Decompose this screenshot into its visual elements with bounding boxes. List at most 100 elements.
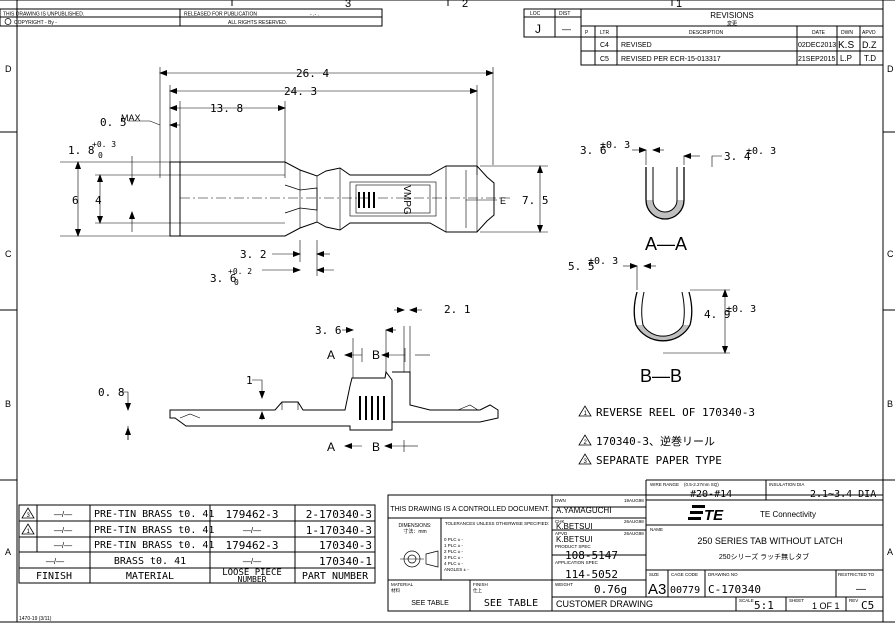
- note-mark-2: 2: [584, 440, 588, 446]
- dist-label: DIST: [559, 11, 570, 17]
- loc-value: J: [535, 22, 541, 36]
- material-cell: PRE-TIN BRASS t0. 41: [94, 509, 214, 520]
- zone-left-b: B: [5, 399, 11, 409]
- dim-24-3: 24. 3: [284, 85, 317, 98]
- app-spec: 114-5052: [565, 568, 618, 581]
- restricted-label: RESTRICTED TO: [838, 572, 875, 577]
- dim-1-8: 1. 8: [68, 144, 95, 157]
- note-mark-1: 1: [584, 411, 588, 417]
- rev-date: 02DEC2013: [798, 42, 836, 49]
- dim-3-6-top: 3. 6: [210, 272, 237, 285]
- weight-label: WEIGHT: [555, 582, 573, 587]
- rev-apvd: T.D: [864, 54, 876, 63]
- rev-dwn: K.S: [838, 40, 854, 51]
- section-bb-label: B—B: [640, 366, 682, 386]
- dim-1: 1: [246, 374, 253, 387]
- material-value: SEE TABLE: [411, 600, 449, 607]
- sec-aa-3-6: 3. 6: [580, 144, 607, 157]
- publication-header: [0, 8, 383, 27]
- dim-1-8-tol-up: +0. 3: [92, 140, 116, 149]
- part-name-en: 250 SERIES TAB WITHOUT LATCH: [697, 536, 842, 546]
- size-value: A3: [648, 581, 666, 598]
- dim-0-5: 0. 5: [100, 116, 127, 129]
- apvd-label: APVD: [555, 531, 568, 536]
- dwg-number: C-170340: [708, 583, 761, 596]
- release-dash: - .- .: [310, 12, 319, 18]
- section-cut-b-top: B: [372, 348, 380, 362]
- dimension-lines-side: [120, 307, 430, 452]
- dim-2-1: 2. 1: [444, 303, 471, 316]
- sec-bb-4-9: 4. 9: [704, 308, 731, 321]
- sheet-value: 1 OF 1: [812, 601, 840, 611]
- dim-4: 4: [95, 194, 102, 207]
- dim-3-6-tol-dn: 0: [234, 278, 239, 287]
- dwn-date: 19AUG98: [624, 498, 644, 503]
- rev-value: C5: [861, 599, 874, 612]
- finish-value: SEE TABLE: [484, 598, 538, 609]
- released-text: RELEASED FOR PUBLICATION: [184, 12, 257, 18]
- sec-aa-3-4: 3. 4: [724, 150, 751, 163]
- section-cut-b-bottom: B: [372, 440, 380, 454]
- finish-cell: —/—: [54, 526, 72, 535]
- loose-cell: 179462-3: [226, 508, 279, 521]
- head-loose-1: LOOSE PIECE: [222, 568, 282, 578]
- finish-label-jp: 仕上: [473, 587, 482, 594]
- sec-aa-3-6-tol: ±0. 3: [600, 140, 630, 151]
- loose-cell: —/—: [243, 557, 261, 566]
- customer-drawing: CUSTOMER DRAWING: [556, 599, 653, 609]
- revisions-title-jp: 変更: [727, 20, 737, 27]
- top-view: [159, 67, 510, 237]
- side-view: [169, 326, 499, 431]
- tol-row: 4 PLC ± -: [444, 561, 463, 566]
- part-cell: 170340-1: [319, 555, 372, 568]
- dwn-label: DWN: [555, 498, 566, 503]
- insulation-value: 2.1~3.4 DIA: [810, 489, 876, 500]
- cage-value: 00779: [670, 585, 700, 596]
- restricted-value: —: [856, 584, 866, 595]
- part-cell: 170340-3: [319, 539, 372, 552]
- section-aa-view: [632, 147, 722, 220]
- zone-right-d: D: [887, 64, 894, 74]
- note-1: REVERSE REEL OF 170340-3: [596, 406, 755, 419]
- tol-row: 0 PLC ± -: [444, 537, 463, 542]
- chk-name: K.BETSUI: [556, 522, 592, 531]
- part-cell: 1-170340-3: [306, 524, 372, 537]
- section-cut-a-bottom: A: [327, 440, 335, 454]
- dim-13-8: 13. 8: [210, 102, 243, 115]
- dim-3-2: 3. 2: [240, 248, 267, 261]
- table-row: —/— PRE-TIN BRASS t0. 41 —/— 1-170340-3: [54, 524, 372, 537]
- row-mark: 3: [27, 513, 31, 519]
- note-3: SEPARATE PAPER TYPE: [596, 454, 722, 467]
- company-name: TE Connectivity: [760, 510, 816, 519]
- dim-3-6-side: 3. 6: [315, 324, 342, 337]
- section-bb-view: [623, 263, 730, 354]
- rev-label: REV: [849, 598, 858, 603]
- material-label-jp: 材料: [391, 587, 400, 594]
- prod-spec-label: PRODUCT SPEC: [555, 544, 591, 549]
- mark-e: E: [500, 196, 506, 206]
- finish-cell: —/—: [54, 510, 72, 519]
- loose-cell: 179462-3: [226, 539, 279, 552]
- dim-0-8: 0. 8: [98, 386, 125, 399]
- revisions-block: [523, 8, 884, 66]
- notes-block: 1 2 3: [578, 405, 592, 465]
- zone-top-3: 3: [345, 0, 351, 10]
- chk-date: 26AUG98: [624, 519, 644, 524]
- apvd-name: K.BETSUI: [556, 535, 592, 544]
- cage-label: CAGE CODE: [671, 572, 698, 577]
- rev-col-apvd: APVD: [862, 30, 876, 36]
- loc-label: LOC: [530, 11, 541, 17]
- wire-range-label: WIRE RANGE: [650, 482, 679, 487]
- dim-3-6-tol-up: +0. 2: [228, 267, 252, 276]
- zone-left-a: A: [5, 547, 11, 557]
- projection-icon: [400, 550, 439, 568]
- tol-row: 3 PLC ± -: [444, 555, 463, 560]
- prod-spec: 108-5147: [565, 549, 618, 562]
- rev-col-dwn: DWN: [841, 30, 853, 36]
- zone-left-d: D: [5, 64, 12, 74]
- te-logo-icon: TE: [688, 505, 724, 524]
- rights-text: ALL RIGHTS RESERVED.: [228, 20, 287, 26]
- dimension-lines-top: [60, 70, 548, 276]
